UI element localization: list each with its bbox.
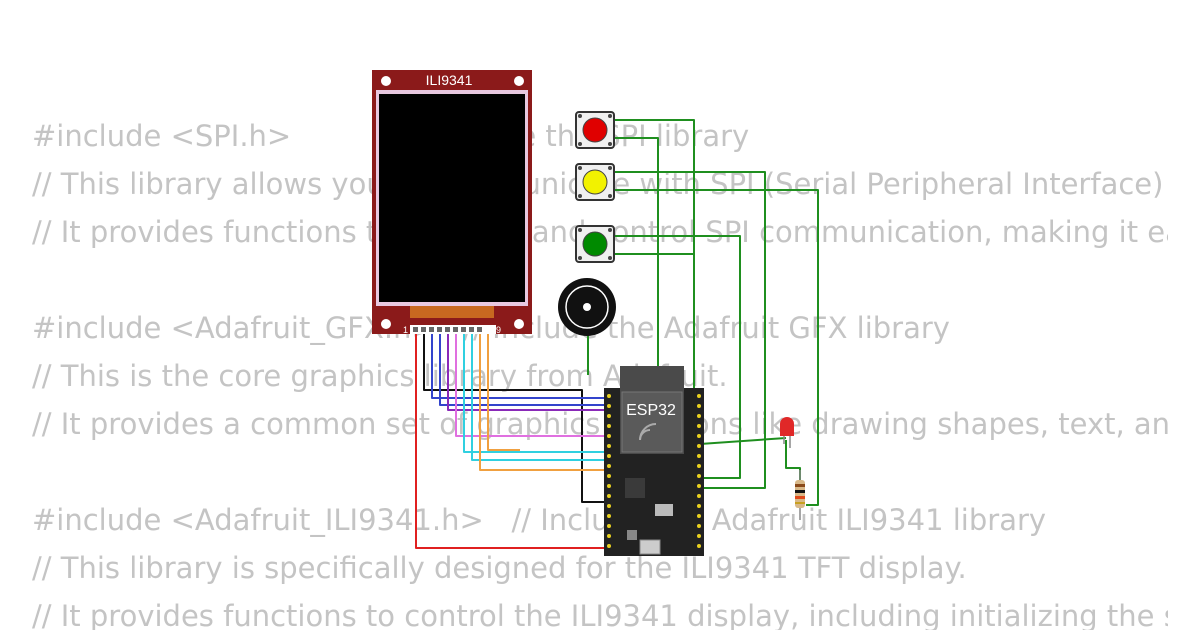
wire-display-sck[interactable] [463, 330, 608, 453]
led[interactable] [780, 417, 794, 448]
pin-label-last: 9 [496, 325, 501, 335]
pushbutton-icon[interactable] [582, 117, 608, 143]
ili9341-display[interactable]: ILI9341 1 9 [372, 70, 532, 335]
wire-display-gnd[interactable] [423, 330, 608, 503]
pushbutton-green[interactable] [575, 225, 615, 263]
esp32-button-reset[interactable] [627, 530, 637, 540]
code-line: // It provides a common set of graphics … [32, 407, 1168, 441]
led-icon[interactable] [780, 417, 794, 436]
display-label: ILI9341 [426, 72, 473, 88]
wire-display-vcc[interactable] [415, 330, 609, 549]
wire-display-reset[interactable] [439, 330, 608, 406]
display-screen [379, 94, 525, 302]
code-line: // This library is specifically designed… [32, 551, 967, 585]
wire-display-mosi[interactable] [455, 330, 608, 437]
code-line: // It provides functions to control the … [32, 599, 1168, 630]
pushbutton-icon[interactable] [582, 231, 608, 257]
esp32-button-boot[interactable] [655, 504, 673, 516]
pushbutton-yellow[interactable] [575, 163, 615, 201]
wire-yellow-button-signal[interactable] [614, 189, 819, 506]
esp32-module-logo-icon [639, 423, 657, 441]
wire-led[interactable] [699, 437, 787, 445]
esp32-devkit[interactable]: ESP32 [604, 366, 704, 556]
esp32-pins-left [607, 394, 611, 548]
pushbutton-icon[interactable] [582, 169, 608, 195]
display-flex-connector [410, 306, 494, 318]
wire-led-resistor[interactable] [785, 440, 801, 480]
wire-yellow-button-gnd[interactable] [614, 171, 766, 489]
wire-display-cs[interactable] [431, 330, 608, 399]
esp32-pins-right [697, 394, 701, 548]
esp32-chip [625, 478, 645, 498]
esp32-label: ESP32 [626, 402, 676, 419]
pin-label-first: 1 [403, 325, 408, 335]
wire-display-dc[interactable] [447, 330, 608, 411]
resistor[interactable] [795, 470, 805, 520]
wire-display-miso[interactable] [479, 330, 608, 471]
wire-display-led[interactable] [471, 330, 608, 461]
esp32-module [621, 391, 683, 453]
display-pins [413, 327, 482, 332]
wire-green-button-gnd[interactable] [614, 235, 741, 479]
wire-display-extra[interactable] [487, 330, 520, 451]
mount-hole-icon [381, 319, 391, 329]
usb-port-icon [639, 539, 661, 555]
mount-hole-icon [514, 319, 524, 329]
pushbutton-red[interactable] [575, 111, 615, 149]
mount-hole-icon [514, 76, 524, 86]
mount-hole-icon [381, 76, 391, 86]
buzzer[interactable] [558, 278, 616, 336]
